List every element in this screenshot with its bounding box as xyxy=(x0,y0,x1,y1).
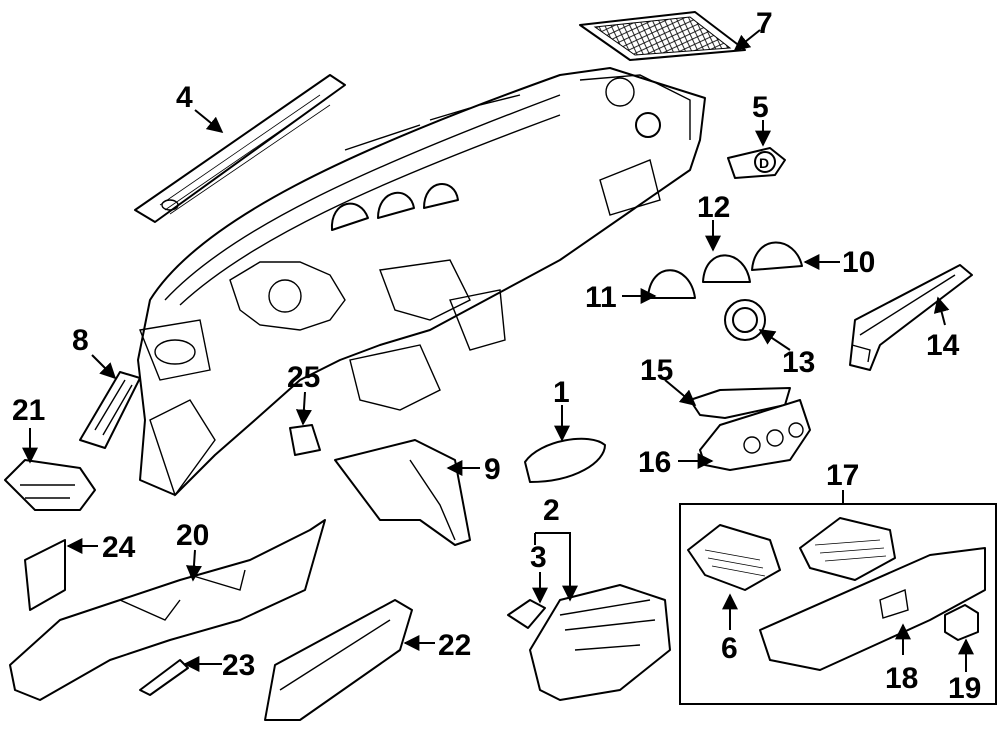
callout-19: 19 xyxy=(948,672,981,705)
part-2-lower-panel xyxy=(529,584,671,701)
part-24-bracket xyxy=(24,539,66,611)
part-17-group-box xyxy=(679,503,997,705)
callout-21: 21 xyxy=(12,394,45,427)
instrument-panel xyxy=(137,67,706,497)
callout-18: 18 xyxy=(885,662,918,695)
callout-14: 14 xyxy=(926,329,960,362)
callout-2: 2 xyxy=(543,494,560,527)
callout-17: 17 xyxy=(826,459,859,492)
part-8-side-vent xyxy=(79,371,141,449)
part-13-ring xyxy=(724,299,766,341)
callout-10: 10 xyxy=(842,246,875,279)
part-14-side-trim xyxy=(849,264,973,371)
callout-16: 16 xyxy=(638,446,671,479)
part-4-defroster-grille xyxy=(134,74,346,223)
callout-22: 22 xyxy=(438,629,471,662)
callout-11: 11 xyxy=(585,281,617,314)
callout-8: 8 xyxy=(72,324,89,357)
callout-24: 24 xyxy=(102,531,136,564)
leader-lines xyxy=(22,29,974,672)
callout-15: 15 xyxy=(640,354,673,387)
callout-23: 23 xyxy=(222,649,255,682)
part-3-switch xyxy=(507,599,546,629)
callout-25: 25 xyxy=(287,361,320,394)
callout-7: 7 xyxy=(756,7,773,40)
part-6-vent xyxy=(687,524,781,591)
part-25-clip xyxy=(289,424,321,456)
part-22-console-trim xyxy=(264,599,413,721)
callout-3: 3 xyxy=(530,541,547,574)
callout-20: 20 xyxy=(176,519,209,552)
callout-12: 12 xyxy=(697,191,730,224)
callout-4: 4 xyxy=(176,81,193,114)
callout-9: 9 xyxy=(484,453,501,486)
part-18-dash-panel xyxy=(759,547,986,671)
part-20-center-console xyxy=(9,519,326,701)
part-5-marking: D xyxy=(759,155,769,171)
callout-6: 6 xyxy=(721,632,738,665)
part-23-clip xyxy=(139,659,189,696)
part-9-knee-panel xyxy=(334,439,471,546)
part-17-vent xyxy=(799,517,896,581)
callout-labels: 4 7 5 12 10 11 13 14 15 16 1 9 8 21 25 2… xyxy=(12,7,981,705)
callout-1: 1 xyxy=(553,376,570,409)
gauge-hoods xyxy=(647,241,803,299)
part-21-bracket xyxy=(4,459,96,511)
callout-13: 13 xyxy=(782,346,815,379)
part-1-cover xyxy=(524,437,606,483)
part-5-switch: D xyxy=(727,147,786,179)
callout-5: 5 xyxy=(752,91,769,124)
part-19-clip xyxy=(944,604,979,641)
part-7-speaker-grille xyxy=(579,11,746,61)
